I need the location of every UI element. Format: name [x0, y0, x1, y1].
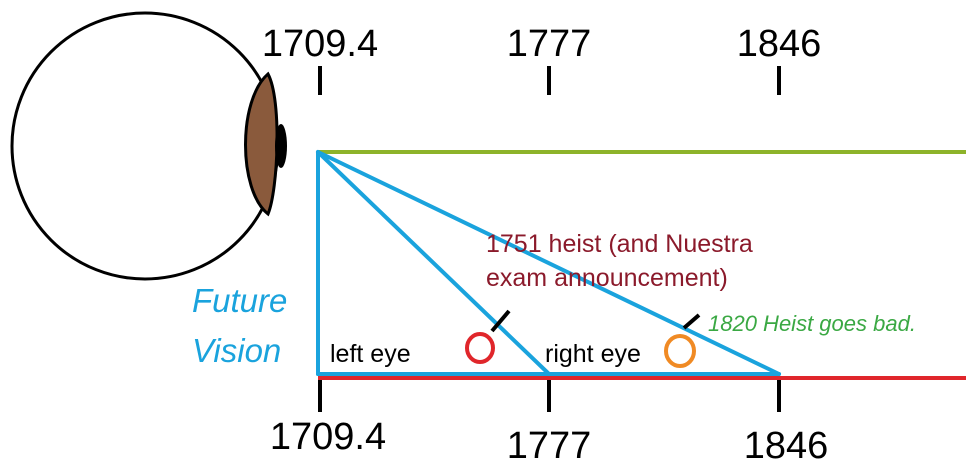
top-timeline: 1709.4 1777 1846: [262, 23, 821, 95]
heist-1820-marker: [664, 334, 696, 368]
top-tick-label-3: 1846: [737, 23, 822, 65]
eye-icon: [10, 11, 287, 281]
right-eye-ray: [316, 150, 781, 376]
heist-1820-pointer: [682, 313, 701, 330]
left-eye-label: left eye: [330, 340, 411, 368]
heist-1751-label-line1: 1751 heist (and Nuestra: [486, 230, 753, 258]
vision-lines: [316, 150, 781, 376]
heist-1751-marker: [465, 332, 495, 364]
left-eye-ray: [316, 150, 551, 376]
top-tick-label-1: 1709.4: [262, 23, 378, 65]
bottom-tick-label-3: 1846: [744, 425, 829, 464]
heist-1751-label-line2: exam announcement): [486, 264, 728, 292]
bottom-timeline: 1709.4 1777 1846: [270, 380, 828, 464]
bottom-tick-label-2: 1777: [507, 425, 592, 464]
heist-1820-label: 1820 Heist goes bad.: [708, 311, 916, 336]
top-tick-label-2: 1777: [507, 23, 592, 65]
heist-1751-pointer: [490, 309, 511, 333]
right-eye-label: right eye: [545, 340, 641, 368]
bottom-tick-label-1: 1709.4: [270, 416, 386, 458]
future-vision-label-line1: Future: [192, 282, 287, 319]
future-vision-label-line2: Vision: [192, 332, 281, 369]
